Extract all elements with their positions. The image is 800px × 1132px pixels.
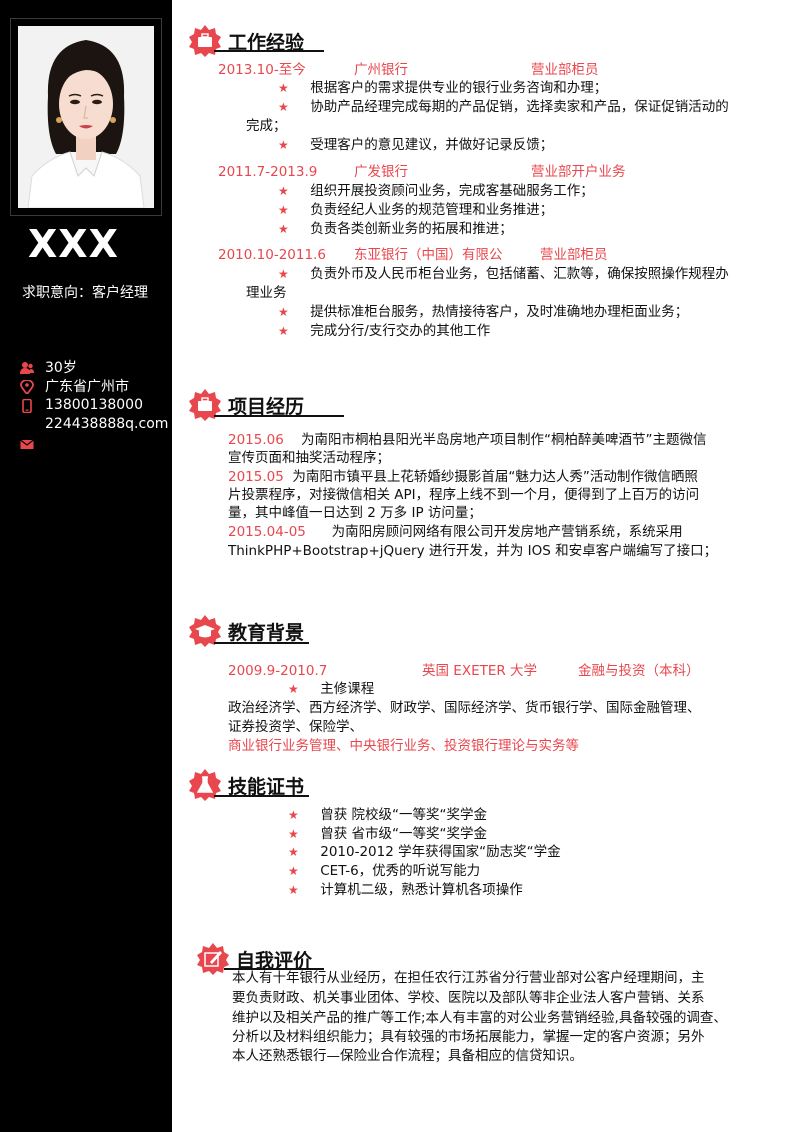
briefcase-icon (188, 24, 222, 58)
edu-courses-highlight: 商业银行业务管理、中央银行业务、投资银行理论与实务等 (228, 738, 579, 754)
edu-major: 金融与投资（本科） (578, 663, 700, 679)
self-eval-line: 本人还熟悉银行—保险业合作流程；具备相应的信贷知识。 (232, 1048, 583, 1064)
pencil-icon (196, 942, 230, 976)
job3-duty-wrap: 理业务 (246, 285, 287, 301)
project1-line: 2015.06 为南阳市桐柏县阳光半岛房地产项目制作“桐柏醉美啤酒节”主题微信 (228, 432, 707, 448)
edu-period: 2009.9-2010.7 (228, 663, 328, 679)
job2-duty: ★ 组织开展投资顾问业务，完成客基础服务工作； (278, 183, 594, 199)
section-projects-title: 项目经历 (188, 388, 304, 422)
job1-duty: ★ 根据客户的需求提供专业的银行业务咨询和办理； (278, 80, 608, 96)
job2-duty: ★ 负责经纪人业务的规范管理和业务推进； (278, 202, 554, 218)
self-eval-line: 维护以及相关产品的推广等工作;本人有丰富的对公业务营销经验,具备较强的调查、 (232, 1010, 727, 1026)
job1-company: 广州银行 (354, 62, 408, 78)
location-pin-icon (20, 379, 34, 396)
case-icon (188, 388, 222, 422)
section-projects-label: 项目经历 (228, 395, 305, 418)
self-eval-line: 本人有十年银行从业经历，在担任农行江苏省分行营业部对公客户经理期间，主 (232, 970, 705, 986)
section-skills-underline (214, 795, 309, 797)
section-work-label: 工作经验 (228, 31, 305, 54)
job2-period: 2011.7-2013.9 (218, 164, 318, 180)
section-work-title: 工作经验 (188, 24, 304, 58)
job3-duty: ★ 负责外币及人民币柜台业务，包括储蓄、汇款等，确保按照操作规程办 (278, 266, 729, 282)
section-skills-label: 技能证书 (228, 775, 305, 798)
edu-courses-line: 政治经济学、西方经济学、财政学、国际经济学、货币银行学、国际金融管理、 (228, 700, 701, 716)
project1-line: 宣传页面和抽奖活动程序； (228, 450, 390, 466)
job3-position: 营业部柜员 (540, 247, 608, 263)
self-eval-line: 分析以及材料组织能力；具有较强的市场拓展能力，掌握一定的客户资源；另外 (232, 1029, 705, 1045)
edu-courses-label: ★ 主修课程 (288, 681, 375, 697)
section-education-label: 教育背景 (228, 621, 305, 644)
job3-company: 东亚银行（中国）有限公 (354, 247, 503, 263)
person-icon (20, 360, 34, 374)
section-self-underline (224, 968, 324, 970)
section-skills-title: 技能证书 (188, 768, 304, 802)
mail-icon-row (20, 434, 45, 452)
job1-period: 2013.10-至今 (218, 62, 306, 78)
project2-line: 量，其中峰值一日达到 2 万多 IP 访问量； (228, 505, 482, 521)
location-text: 广东省广州市 (45, 379, 129, 395)
candidate-name: XXX (28, 222, 119, 266)
job1-duty: ★ 协助产品经理完成每期的产品促销，选择卖家和产品，保证促销活动的 (278, 99, 729, 115)
project2-date: 2015.05 (228, 469, 284, 485)
project1-date: 2015.06 (228, 432, 284, 448)
job1-duty-wrap: 完成； (246, 118, 287, 134)
job3-period: 2010.10-2011.6 (218, 247, 326, 263)
edu-courses-line: 证券投资学、保险学、 (228, 719, 363, 735)
job3-duty: ★ 提供标准柜台服务，热情接待客户，及时准确地办理柜面业务； (278, 304, 689, 320)
skill-item: ★ CET-6，优秀的听说写能力 (288, 863, 481, 879)
skill-item: ★ 计算机二级，熟悉计算机各项操作 (288, 882, 523, 898)
phone-row: 13800138000 (20, 396, 143, 414)
age-row: 30岁 (20, 358, 77, 376)
job2-company: 广发银行 (354, 164, 408, 180)
self-eval-line: 要负责财政、机关事业团体、学校、医院以及部队等非企业法人客户营销、关系 (232, 990, 705, 1006)
profile-photo (18, 26, 154, 208)
graduation-cap-icon (188, 614, 222, 648)
job3-duty: ★ 完成分行/支行交办的其他工作 (278, 323, 491, 339)
email-text[interactable]: 224438888q.com (45, 416, 169, 432)
phone-text: 13800138000 (45, 397, 143, 413)
section-self-label: 自我评价 (236, 949, 313, 972)
skill-item: ★ 曾获 省市级“一等奖“奖学金 (288, 826, 488, 842)
section-self-title: 自我评价 (196, 942, 312, 976)
section-education-title: 教育背景 (188, 614, 304, 648)
skill-item: ★ 曾获 院校级“一等奖“奖学金 (288, 807, 488, 823)
photo-frame (10, 18, 162, 216)
project3-line: 2015.04-05 为南阳房顾问网络有限公司开发房地产营销系统，系统采用 (228, 524, 683, 540)
project2-line: 2015.05 为南阳市镇平县上花轿婚纱摄影首届“魅力达人秀”活动制作微信晒照 (228, 469, 698, 485)
envelope-icon (20, 436, 34, 450)
edu-school: 英国 EXETER 大学 (422, 663, 538, 679)
age-text: 30岁 (45, 360, 77, 376)
project3-date: 2015.04-05 (228, 524, 306, 540)
skill-item: ★ 2010-2012 学年获得国家“励志奖“学金 (288, 844, 561, 860)
phone-icon (20, 398, 34, 414)
job2-duty: ★ 负责各类创新业务的拓展和推进； (278, 221, 513, 237)
job1-position: 营业部柜员 (531, 62, 599, 78)
location-row: 广东省广州市 (20, 377, 129, 396)
project2-line: 片投票程序，对接微信相关 API，程序上线不到一个月，便得到了上百万的访问 (228, 487, 700, 503)
job-intent: 求职意向：客户经理 (22, 285, 148, 301)
section-work-underline (214, 50, 324, 52)
section-projects-underline (214, 415, 344, 417)
job1-duty: ★ 受理客户的意见建议，并做好记录反馈； (278, 137, 554, 153)
email-row: 224438888q.com (20, 415, 168, 433)
sidebar: XXX 求职意向：客户经理 30岁 广东省广州市 13800138000 224… (0, 0, 172, 1132)
job2-position: 营业部开户业务 (531, 164, 626, 180)
flask-icon (188, 768, 222, 802)
section-education-underline (214, 642, 309, 644)
project3-line: ThinkPHP+Bootstrap+jQuery 进行开发，并为 IOS 和安… (228, 543, 718, 559)
